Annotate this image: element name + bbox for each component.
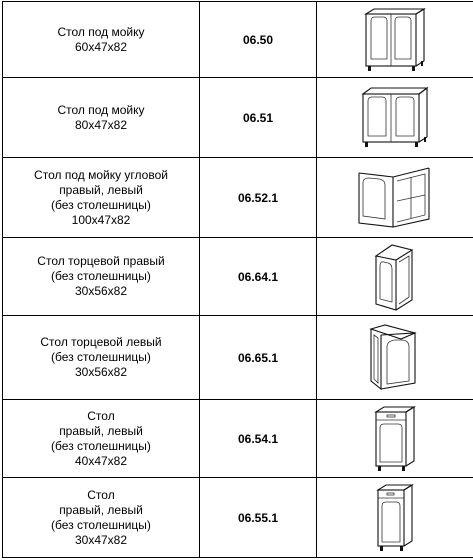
product-code-cell: 06.64.1 xyxy=(199,237,317,316)
product-size-line: 30х56х82 xyxy=(74,284,128,298)
product-name-line: Стол под мойку угловой xyxy=(34,167,168,182)
product-code-cell: 06.50 xyxy=(199,1,317,78)
product-name-line: Стол xyxy=(87,487,115,502)
sink-base-two-door-wide-icon xyxy=(361,86,429,147)
product-size-line: 100х47х82 xyxy=(71,212,131,227)
product-note-line: (без столешницы) xyxy=(51,517,151,532)
product-name-line: Стол торцевой правый xyxy=(37,254,165,268)
table-row: Стол под мойку угловой правый, левый (бе… xyxy=(2,157,473,238)
table-row: Стол под мойку 80х47х82 06.51 xyxy=(2,77,473,158)
product-name-line: Стол xyxy=(87,408,115,423)
product-name-cell: Стол под мойку 80х47х82 xyxy=(2,77,200,158)
product-drawing-cell xyxy=(316,1,473,78)
corner-sink-base-icon xyxy=(358,166,430,228)
product-note-line: (без столешницы) xyxy=(51,438,151,453)
product-drawing-cell xyxy=(316,399,473,478)
product-drawing-cell xyxy=(316,237,473,316)
product-size-line: 30х47х82 xyxy=(74,532,128,547)
product-size-line: 60х47х82 xyxy=(74,39,128,54)
product-size-line: 30х56х82 xyxy=(74,365,128,379)
table-row: Стол правый, левый (без столешницы) 40х4… xyxy=(2,399,473,478)
product-name-line: Стол под мойку xyxy=(57,102,145,117)
end-base-right-icon xyxy=(374,243,414,311)
product-variant-line: правый, левый xyxy=(59,502,143,517)
product-name-cell: Стол правый, левый (без столешницы) 30х4… xyxy=(2,477,200,558)
product-code-cell: 06.55.1 xyxy=(199,477,317,558)
table-row: Стол под мойку 60х47х82 06.50 xyxy=(2,1,473,78)
product-size-line: 80х47х82 xyxy=(74,117,128,132)
product-name-line: Стол под мойку xyxy=(57,24,145,39)
end-base-left-icon xyxy=(369,323,417,390)
product-variant-line: правый, левый xyxy=(59,182,143,197)
base-single-door-icon xyxy=(374,405,416,471)
product-note-line: (без столешницы) xyxy=(51,350,151,364)
table-row: Стол правый, левый (без столешницы) 30х4… xyxy=(2,477,473,558)
product-name-cell: Стол торцевой правый (без столешницы) 30… xyxy=(2,237,200,316)
product-note-line: (без столешницы) xyxy=(51,197,151,212)
product-drawing-cell xyxy=(316,77,473,158)
product-name-cell: Стол правый, левый (без столешницы) 40х4… xyxy=(2,399,200,478)
product-code-cell: 06.52.1 xyxy=(199,157,317,238)
product-note-line: (без столешницы) xyxy=(51,269,151,283)
product-drawing-cell xyxy=(316,477,473,558)
product-code-cell: 06.51 xyxy=(199,77,317,158)
table-row: Стол торцевой правый (без столешницы) 30… xyxy=(2,237,473,316)
product-size-line: 40х47х82 xyxy=(74,453,128,468)
product-drawing-cell xyxy=(316,157,473,238)
product-name-cell: Стол торцевой левый (без столешницы) 30х… xyxy=(2,315,200,400)
product-code-cell: 06.54.1 xyxy=(199,399,317,478)
product-name-cell: Стол под мойку угловой правый, левый (бе… xyxy=(2,157,200,238)
table-row: Стол торцевой левый (без столешницы) 30х… xyxy=(2,315,473,400)
product-name-line: Стол торцевой левый xyxy=(40,335,162,349)
product-code-cell: 06.65.1 xyxy=(199,315,317,400)
base-single-door-narrow-icon xyxy=(376,483,414,551)
sink-base-two-door-icon xyxy=(364,7,426,71)
product-drawing-cell xyxy=(316,315,473,400)
product-name-cell: Стол под мойку 60х47х82 xyxy=(2,1,200,78)
product-variant-line: правый, левый xyxy=(59,423,143,438)
